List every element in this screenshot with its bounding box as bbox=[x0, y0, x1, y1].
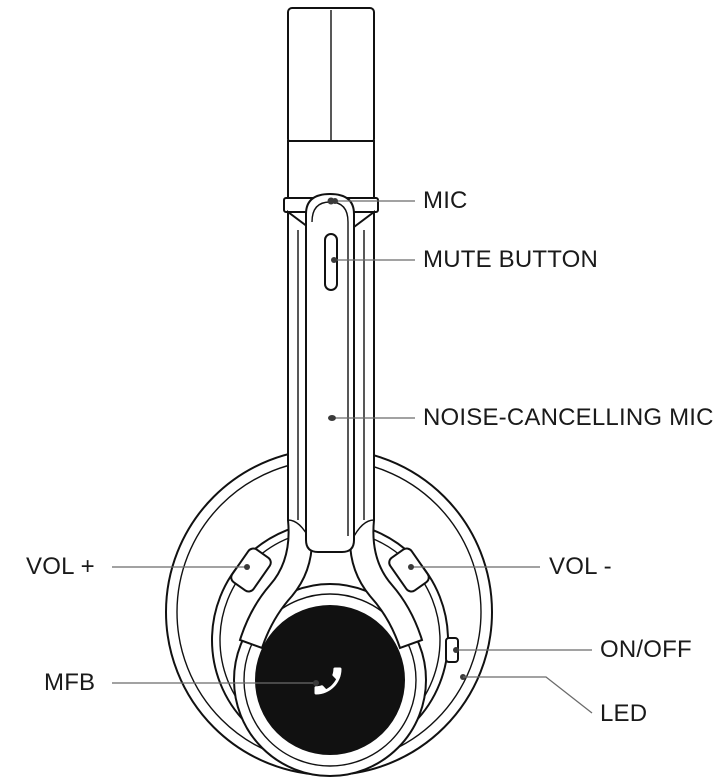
noise-cancelling-mic-port bbox=[328, 415, 336, 421]
boom-mic bbox=[305, 192, 355, 553]
led-label: LED bbox=[600, 700, 648, 727]
mfb-button[interactable] bbox=[255, 605, 405, 755]
headband bbox=[283, 7, 379, 213]
noise-cancelling-mic-label: NOISE-CANCELLING MIC bbox=[423, 404, 714, 431]
vol-plus-label: VOL + bbox=[26, 553, 95, 580]
on-off-label: ON/OFF bbox=[600, 636, 692, 663]
vol-minus-label: VOL - bbox=[549, 553, 612, 580]
mfb-label: MFB bbox=[44, 669, 96, 696]
mic-label: MIC bbox=[423, 187, 468, 214]
leader-lines bbox=[112, 198, 593, 714]
yoke bbox=[238, 210, 424, 650]
mute-button-label: MUTE BUTTON bbox=[423, 246, 599, 273]
mute-button[interactable] bbox=[324, 233, 338, 291]
phone-icon bbox=[314, 667, 342, 695]
vol-plus-button[interactable] bbox=[229, 546, 273, 594]
vol-minus-button[interactable] bbox=[387, 546, 431, 594]
